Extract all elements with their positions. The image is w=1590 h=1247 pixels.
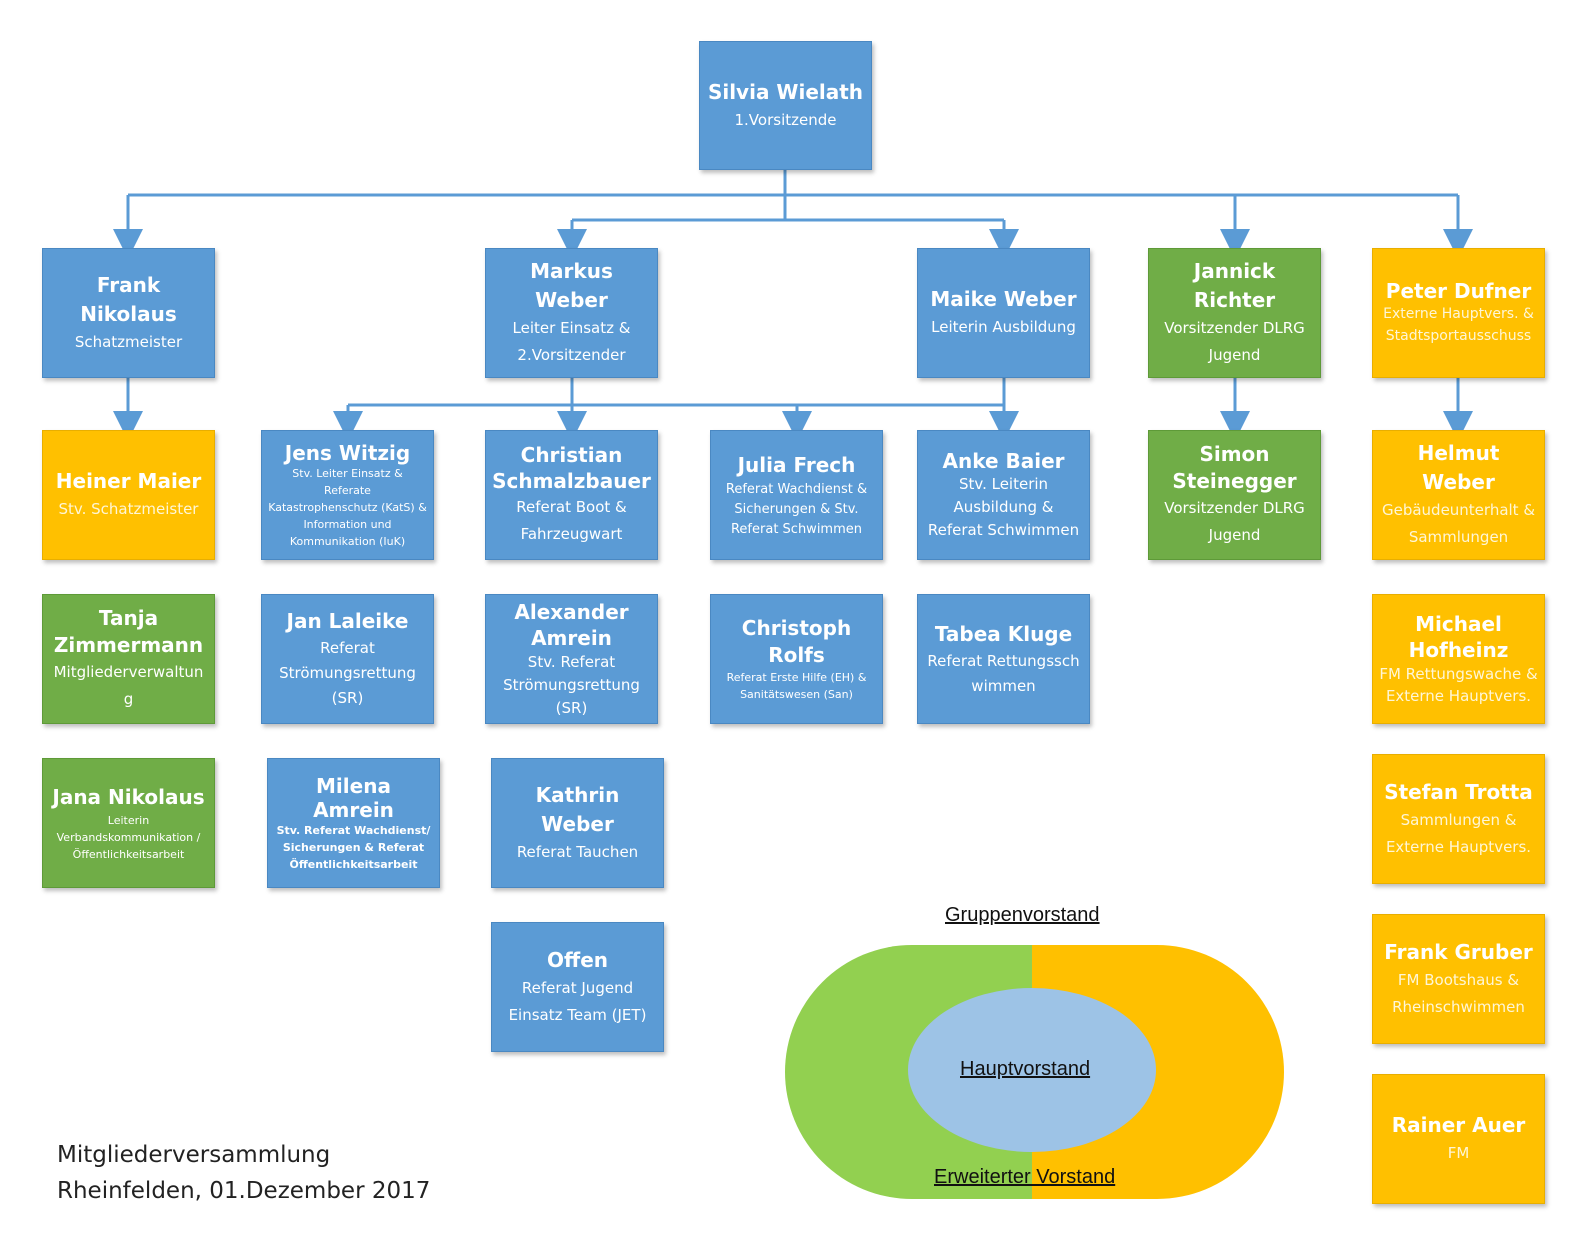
org-node-markus-weber[interactable]: Markus Weber Leiter Einsatz & 2.Vorsitze… — [485, 248, 658, 378]
org-node-michael-hofheinz[interactable]: Michael Hofheinz FM Rettungswache & Exte… — [1372, 594, 1545, 724]
node-name: Tabea Kluge — [934, 621, 1073, 646]
node-role: Leiterin Verbandskommunikation /Öffentli… — [56, 814, 201, 861]
org-node-peter-dufner[interactable]: Peter Dufner Externe Hauptvers. & Stadts… — [1372, 248, 1545, 378]
node-role: Stv. Schatzmeister — [58, 500, 199, 518]
org-node-alexander-amrein[interactable]: Alexander Amrein Stv. Referat Strömungsr… — [485, 594, 658, 724]
node-name: Silvia Wielath — [707, 79, 864, 104]
node-name: Milena Amrein — [313, 773, 394, 822]
node-name: Simon Steinegger — [1172, 442, 1297, 493]
node-role: Referat Rettungsschwimmen — [927, 651, 1080, 695]
node-name: Kathrin Weber — [535, 782, 620, 836]
node-name: Jana Nikolaus — [52, 785, 205, 809]
node-role: Gebäudeunterhalt & Sammlungen — [1381, 501, 1536, 546]
org-node-julia-frech[interactable]: Julia Frech Referat Wachdienst & Sicheru… — [710, 430, 883, 560]
node-role: Stv. Referat Strömungsrettung (SR) — [503, 652, 640, 717]
node-role: Referat Wachdienst & Sicherungen & Stv. … — [725, 481, 868, 537]
org-node-christian-schmalzbauer[interactable]: Christian Schmalzbauer Referat Boot & Fa… — [485, 430, 658, 560]
node-role: Stv. Referat Wachdienst/ Sicherungen & R… — [276, 823, 431, 871]
org-node-heiner-maier[interactable]: Heiner Maier Stv. Schatzmeister — [42, 430, 215, 560]
node-role: Schatzmeister — [74, 332, 183, 351]
org-node-kathrin-weber[interactable]: Kathrin Weber Referat Tauchen — [491, 758, 664, 888]
node-role: Leiterin Ausbildung — [931, 318, 1076, 336]
legend-inner-label: Hauptvorstand — [960, 1058, 1091, 1080]
node-name: Jan Laleike — [286, 609, 409, 633]
node-name: Frank Nikolaus — [80, 272, 177, 326]
org-node-offen[interactable]: Offen Referat Jugend Einsatz Team (JET) — [491, 922, 664, 1052]
node-name: Julia Frech — [737, 452, 856, 477]
node-role: Referat Jugend Einsatz Team (JET) — [508, 978, 647, 1024]
org-node-milena-amrein[interactable]: Milena Amrein Stv. Referat Wachdienst/ S… — [267, 758, 440, 888]
node-role: Stv. Leiter Einsatz & Referate Katastrop… — [268, 466, 427, 548]
node-name: Christoph Rolfs — [741, 616, 852, 667]
org-node-helmut-weber[interactable]: Helmut Weber Gebäudeunterhalt & Sammlung… — [1372, 430, 1545, 560]
node-name: Christian Schmalzbauer — [492, 443, 651, 493]
node-name: Michael Hofheinz — [1408, 612, 1509, 662]
node-name: Anke Baier — [942, 448, 1065, 473]
footer-place-date: Rheinfelden, 01.Dezember 2017 — [57, 1178, 431, 1204]
node-role: FM Bootshaus & Rheinschwimmen — [1392, 970, 1525, 1016]
footer-title: Mitgliederversammlung — [57, 1142, 331, 1168]
node-name: Jannick Richter — [1193, 259, 1276, 312]
org-node-rainer-auer[interactable]: Rainer Auer FM — [1372, 1074, 1545, 1204]
node-name: Peter Dufner — [1385, 279, 1532, 303]
legend-outer-label: Gruppenvorstand — [945, 904, 1100, 926]
org-node-jannick-richter[interactable]: Jannick Richter Vorsitzender DLRG Jugend — [1148, 248, 1321, 378]
node-name: Heiner Maier — [55, 469, 202, 493]
node-role: Leiter Einsatz & 2.Vorsitzender — [512, 319, 631, 364]
node-role: Referat Erste Hilfe (EH) & Sanitätswesen… — [726, 671, 867, 701]
node-name: Rainer Auer — [1391, 1113, 1526, 1137]
node-role: Referat Strömungsrettung (SR) — [279, 639, 416, 707]
node-role: Vorsitzender DLRG Jugend — [1164, 319, 1305, 364]
legend-bottom-label: Erweiterter Vorstand — [934, 1166, 1116, 1188]
org-node-jens-witzig[interactable]: Jens Witzig Stv. Leiter Einsatz & Refera… — [261, 430, 434, 560]
node-role: Externe Hauptvers. & Stadtsportausschuss — [1383, 306, 1534, 344]
node-name: Maike Weber — [930, 287, 1077, 311]
node-role: 1.Vorsitzende — [734, 110, 837, 129]
org-node-tanja-zimmermann[interactable]: Tanja Zimmermann Mitgliederverwaltung — [42, 594, 215, 724]
org-node-jan-laleike[interactable]: Jan Laleike Referat Strömungsrettung (SR… — [261, 594, 434, 724]
org-node-christoph-rolfs[interactable]: Christoph Rolfs Referat Erste Hilfe (EH)… — [710, 594, 883, 724]
node-name: Jens Witzig — [284, 440, 411, 465]
node-name: Frank Gruber — [1384, 939, 1533, 964]
org-node-frank-gruber[interactable]: Frank Gruber FM Bootshaus & Rheinschwimm… — [1372, 914, 1545, 1044]
node-name: Helmut Weber — [1417, 441, 1500, 494]
node-role: Vorsitzender DLRG Jugend — [1164, 499, 1305, 544]
org-node-frank-nikolaus[interactable]: Frank Nikolaus Schatzmeister — [42, 248, 215, 378]
org-node-anke-baier[interactable]: Anke Baier Stv. Leiterin Ausbildung & Re… — [917, 430, 1090, 560]
node-name: Stefan Trotta — [1384, 779, 1533, 804]
node-role: Stv. Leiterin Ausbildung & Referat Schwi… — [927, 474, 1080, 539]
org-node-simon-steinegger[interactable]: Simon Steinegger Vorsitzender DLRG Jugen… — [1148, 430, 1321, 560]
node-role: Mitgliederverwaltung — [53, 663, 204, 708]
org-node-silvia-wielath[interactable]: Silvia Wielath 1.Vorsitzende — [699, 41, 872, 170]
node-name: Markus Weber — [530, 259, 613, 312]
node-role: Referat Tauchen — [516, 842, 639, 861]
org-node-jana-nikolaus[interactable]: Jana Nikolaus Leiterin Verbandskommunika… — [42, 758, 215, 888]
org-node-stefan-trotta[interactable]: Stefan Trotta Sammlungen & Externe Haupt… — [1372, 754, 1545, 884]
node-name: Offen — [546, 947, 608, 972]
node-name: Alexander Amrein — [514, 599, 629, 650]
node-role: Sammlungen & Externe Hauptvers. — [1385, 810, 1532, 856]
node-role: Referat Boot & Fahrzeugwart — [516, 498, 627, 543]
org-node-tabea-kluge[interactable]: Tabea Kluge Referat Rettungsschwimmen — [917, 594, 1090, 724]
node-role: FM — [1447, 1144, 1470, 1162]
node-name: Tanja Zimmermann — [53, 606, 204, 657]
org-node-maike-weber[interactable]: Maike Weber Leiterin Ausbildung — [917, 248, 1090, 378]
node-role: FM Rettungswache & Externe Hauptvers. — [1379, 665, 1538, 705]
legend-graphic — [785, 945, 1284, 1199]
